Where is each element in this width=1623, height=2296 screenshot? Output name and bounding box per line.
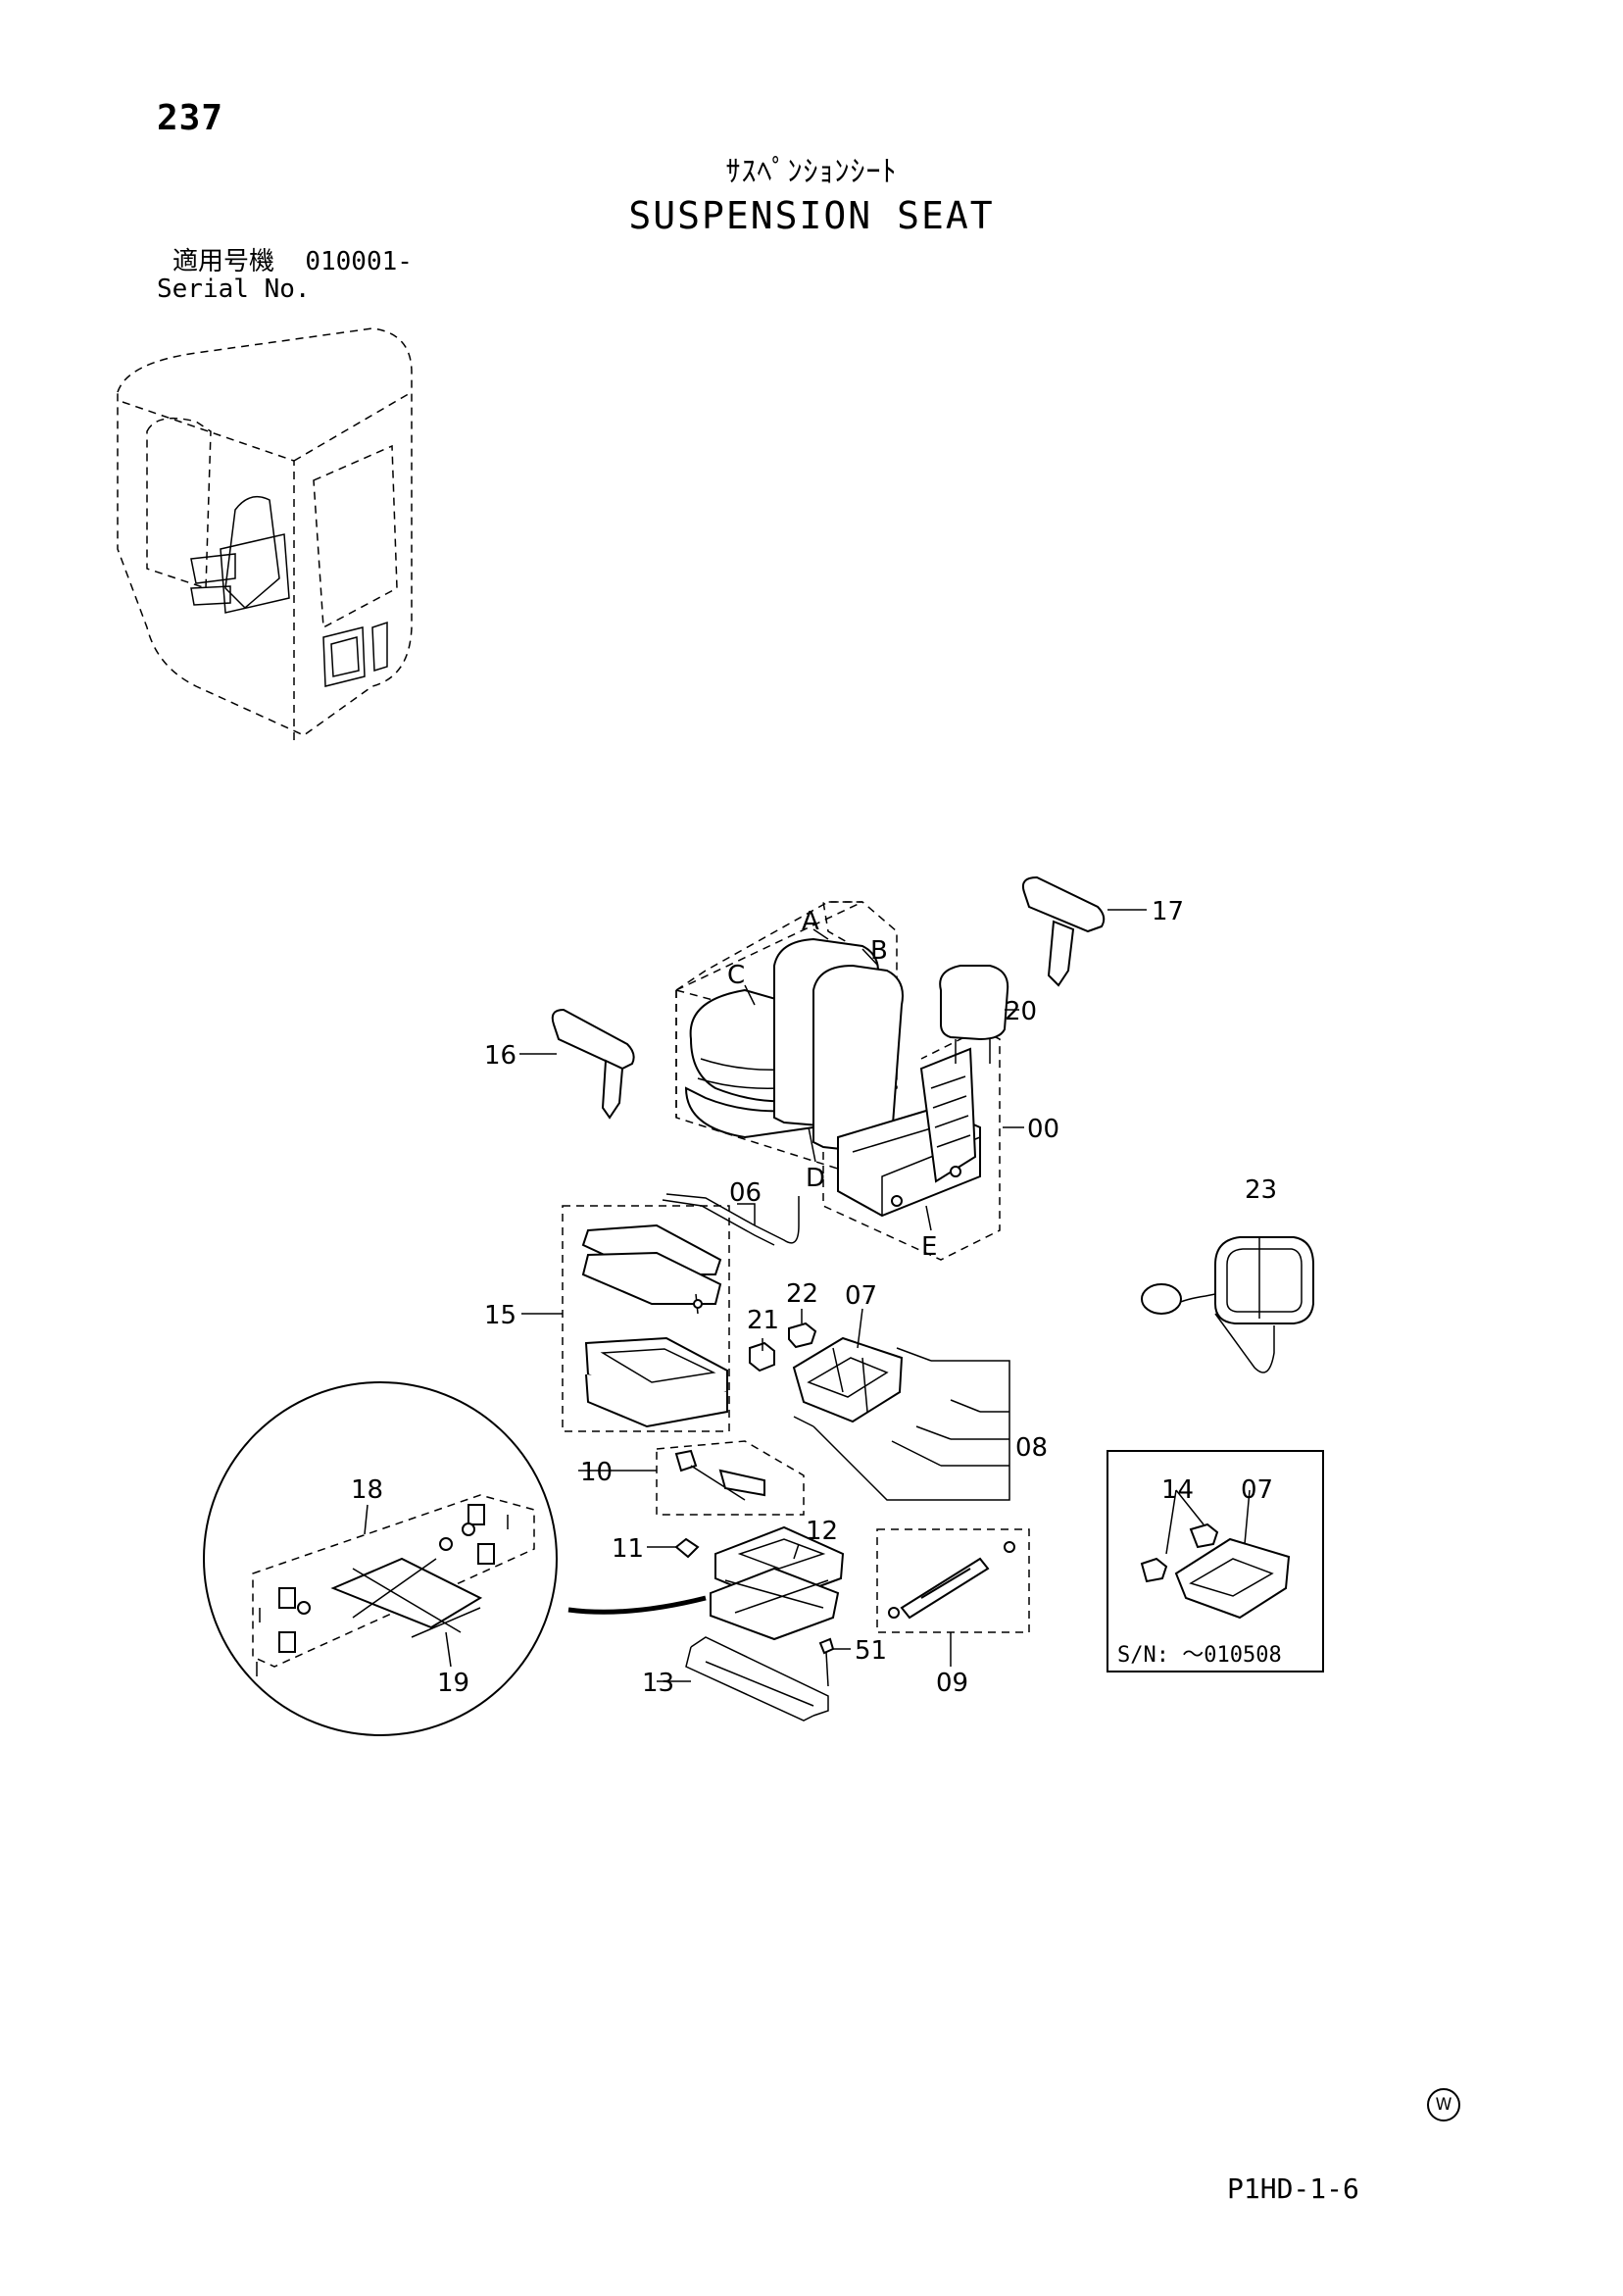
callout-21: 21: [747, 1306, 779, 1335]
cab-location-sketch: [117, 327, 413, 745]
serial-label-en: Serial No.: [157, 275, 311, 304]
label-d: D: [806, 1164, 825, 1193]
callout-15: 15: [484, 1301, 516, 1330]
callout-08: 08: [1015, 1433, 1048, 1463]
serial-number-line: 適用号機 010001-: [172, 247, 413, 276]
inset-box: [1107, 1450, 1324, 1672]
headrest-part: [939, 965, 1009, 1064]
seat-cushion-group: [675, 901, 904, 1178]
inset-serial-range: S/N: ～010508: [1117, 1643, 1282, 1668]
callout-07: 07: [845, 1281, 877, 1311]
callout-51: 51: [855, 1636, 887, 1666]
part-21: [749, 1341, 775, 1373]
pump-part: [1141, 1236, 1314, 1373]
callout-19: 19: [437, 1669, 469, 1698]
footer-page-code: P1HD-1-6: [1227, 2172, 1359, 2205]
callout-23: 23: [1245, 1175, 1277, 1205]
callout-10: 10: [580, 1458, 613, 1487]
part-22: [788, 1322, 817, 1349]
label-b: B: [870, 936, 888, 966]
label-a: A: [802, 907, 819, 936]
callout-16: 16: [484, 1041, 516, 1071]
damper-group: [876, 1528, 1030, 1633]
slide-rail-group: [562, 1205, 730, 1432]
label-e: E: [921, 1232, 937, 1262]
callout-13: 13: [642, 1669, 674, 1698]
leader-lines: [364, 909, 1260, 1682]
callout-14: 14: [1161, 1475, 1194, 1505]
detail-circle: [203, 1381, 707, 1736]
armrest-left-part: [551, 1008, 635, 1120]
title-english: SUSPENSION SEAT: [628, 194, 995, 237]
callout-18: 18: [351, 1475, 383, 1505]
springs-part: [793, 1347, 1010, 1501]
callout-22: 22: [786, 1279, 818, 1309]
cable-part: [662, 1193, 800, 1246]
suspension-part: [674, 1525, 845, 1641]
seat-frame-group: [822, 1028, 1001, 1261]
bracket-part: [792, 1336, 904, 1423]
handle-part: [685, 1636, 829, 1722]
callout-09: 09: [936, 1669, 968, 1698]
serial-value: 010001-: [305, 247, 413, 276]
callout-20: 20: [1005, 997, 1037, 1026]
lever-group: [656, 1440, 805, 1516]
serial-label-jp: 適用号機: [172, 247, 275, 276]
armrest-right-part: [1021, 875, 1106, 987]
title-japanese: ｻｽﾍﾟﾝｼｮﾝｼｰﾄ: [725, 155, 898, 189]
label-c: C: [727, 961, 745, 990]
bolt-part: [818, 1637, 835, 1687]
callout-06: 06: [729, 1178, 762, 1208]
callout-17: 17: [1152, 897, 1184, 926]
callout-00: 00: [1027, 1115, 1059, 1144]
callout-07-inset: 07: [1241, 1475, 1273, 1505]
page-number: 237: [157, 98, 224, 138]
callout-12: 12: [806, 1517, 838, 1546]
callout-11: 11: [612, 1534, 644, 1564]
footer-w-mark: W: [1427, 2088, 1460, 2121]
